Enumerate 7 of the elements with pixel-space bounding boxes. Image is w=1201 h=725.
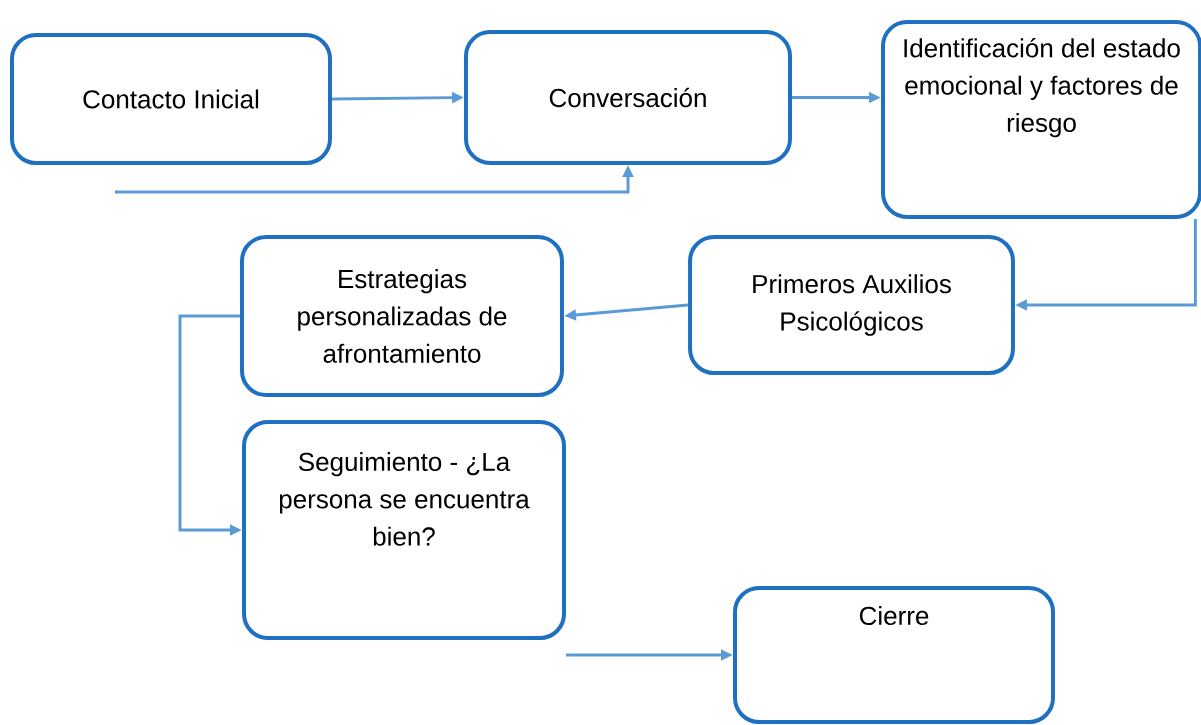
process-box: Contacto Inicial — [10, 33, 332, 165]
process-box: Conversación — [464, 30, 792, 165]
process-box: Identificación del estado emocional y factores de riesgo — [881, 20, 1201, 219]
process-box: Estrategias personalizadas de afrontamiento — [240, 235, 564, 397]
process-box: Seguimiento - ¿La persona se encuentra bien? — [242, 420, 566, 640]
process-box: Cierre — [733, 586, 1055, 724]
process-box: Primeros Auxilios Psicológicos — [688, 235, 1015, 375]
